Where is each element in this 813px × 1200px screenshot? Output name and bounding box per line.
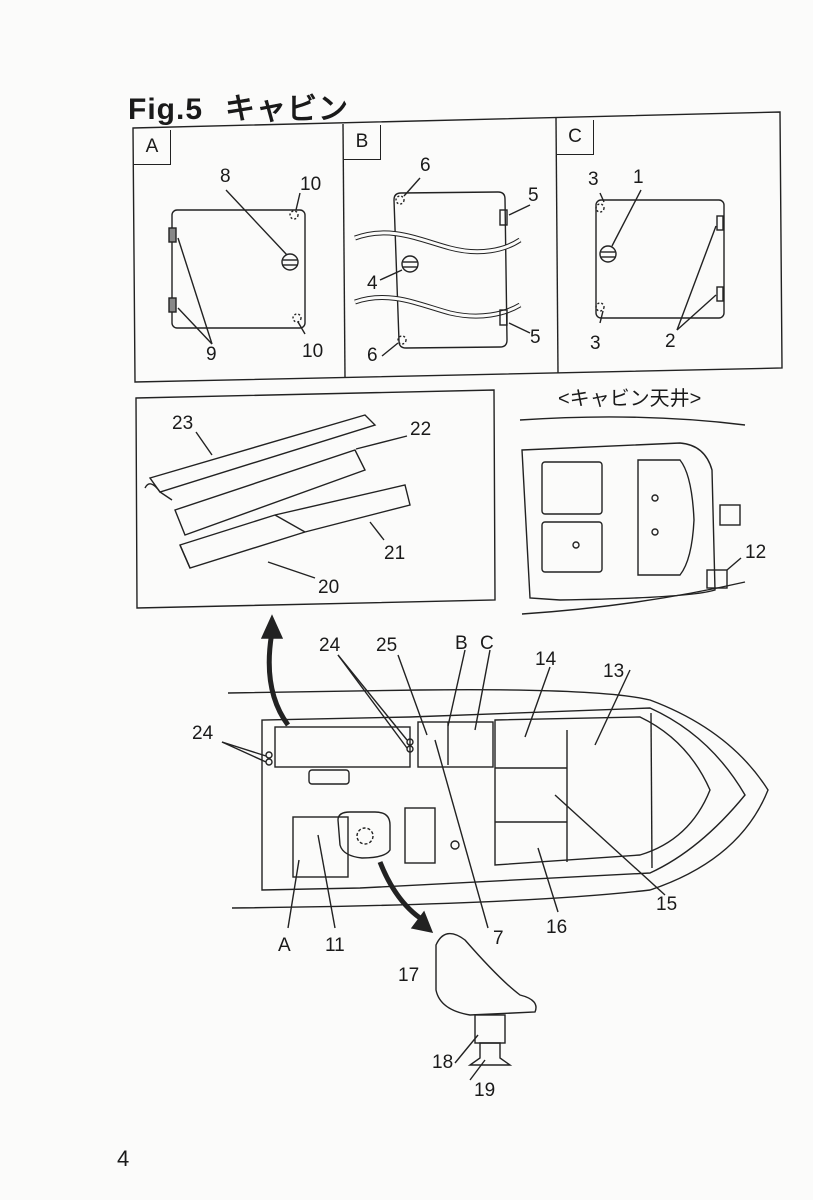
- callout-B: B: [455, 633, 468, 654]
- callout-7: 7: [493, 928, 504, 949]
- door-b: [354, 177, 531, 357]
- door-a: [168, 189, 306, 345]
- callout-12: 12: [745, 542, 767, 563]
- callout-5-bottom: 5: [530, 327, 541, 348]
- panel-c-tag: C: [557, 120, 594, 155]
- callout-24-left: 24: [192, 723, 214, 744]
- callout-18: 18: [432, 1052, 454, 1073]
- arrow-up: [266, 631, 291, 727]
- figure-title: Fig.5 キャビン: [128, 84, 371, 128]
- callout-6-bottom: 6: [367, 345, 378, 366]
- figure-caption: キャビン: [225, 93, 350, 126]
- callout-21: 21: [384, 543, 406, 564]
- panel-b-tag: B: [344, 125, 381, 160]
- callout-3-bottom: 3: [590, 333, 601, 354]
- cushion-illustration: [135, 389, 496, 609]
- callout-11: 11: [325, 935, 345, 956]
- callout-13: 13: [603, 661, 625, 682]
- callout-A: A: [278, 935, 291, 956]
- cabin-ceiling-plan: [519, 416, 746, 615]
- boat-plan: [221, 649, 769, 929]
- callout-9: 9: [206, 344, 217, 365]
- arrow-down: [377, 861, 422, 921]
- callout-6-top: 6: [420, 155, 431, 176]
- callout-C: C: [480, 633, 494, 654]
- callout-4: 4: [367, 273, 378, 294]
- panel-frame: [132, 111, 783, 383]
- seat-illustration: [435, 932, 537, 1081]
- panel-a-tag: A: [134, 130, 171, 165]
- callout-1: 1: [633, 167, 644, 188]
- callout-25: 25: [376, 635, 398, 656]
- ceiling-caption: <キャビン天井>: [558, 388, 702, 410]
- callout-5-top: 5: [528, 185, 539, 206]
- callout-22: 22: [410, 419, 432, 440]
- callout-3-top: 3: [588, 169, 599, 190]
- callout-2: 2: [665, 331, 676, 352]
- door-c: [595, 189, 725, 331]
- callout-24-top: 24: [319, 635, 341, 656]
- callout-16: 16: [546, 917, 568, 938]
- callout-20: 20: [318, 577, 340, 598]
- page-number: 4: [117, 1146, 130, 1171]
- callout-19: 19: [474, 1080, 496, 1101]
- callout-14: 14: [535, 649, 557, 670]
- callout-15: 15: [656, 894, 678, 915]
- callout-10-top: 10: [300, 174, 322, 195]
- callout-10-bottom: 10: [302, 341, 324, 362]
- figure-number: Fig.5: [128, 93, 204, 126]
- callout-8: 8: [220, 166, 231, 187]
- callout-17: 17: [398, 965, 420, 986]
- callout-23: 23: [172, 413, 194, 434]
